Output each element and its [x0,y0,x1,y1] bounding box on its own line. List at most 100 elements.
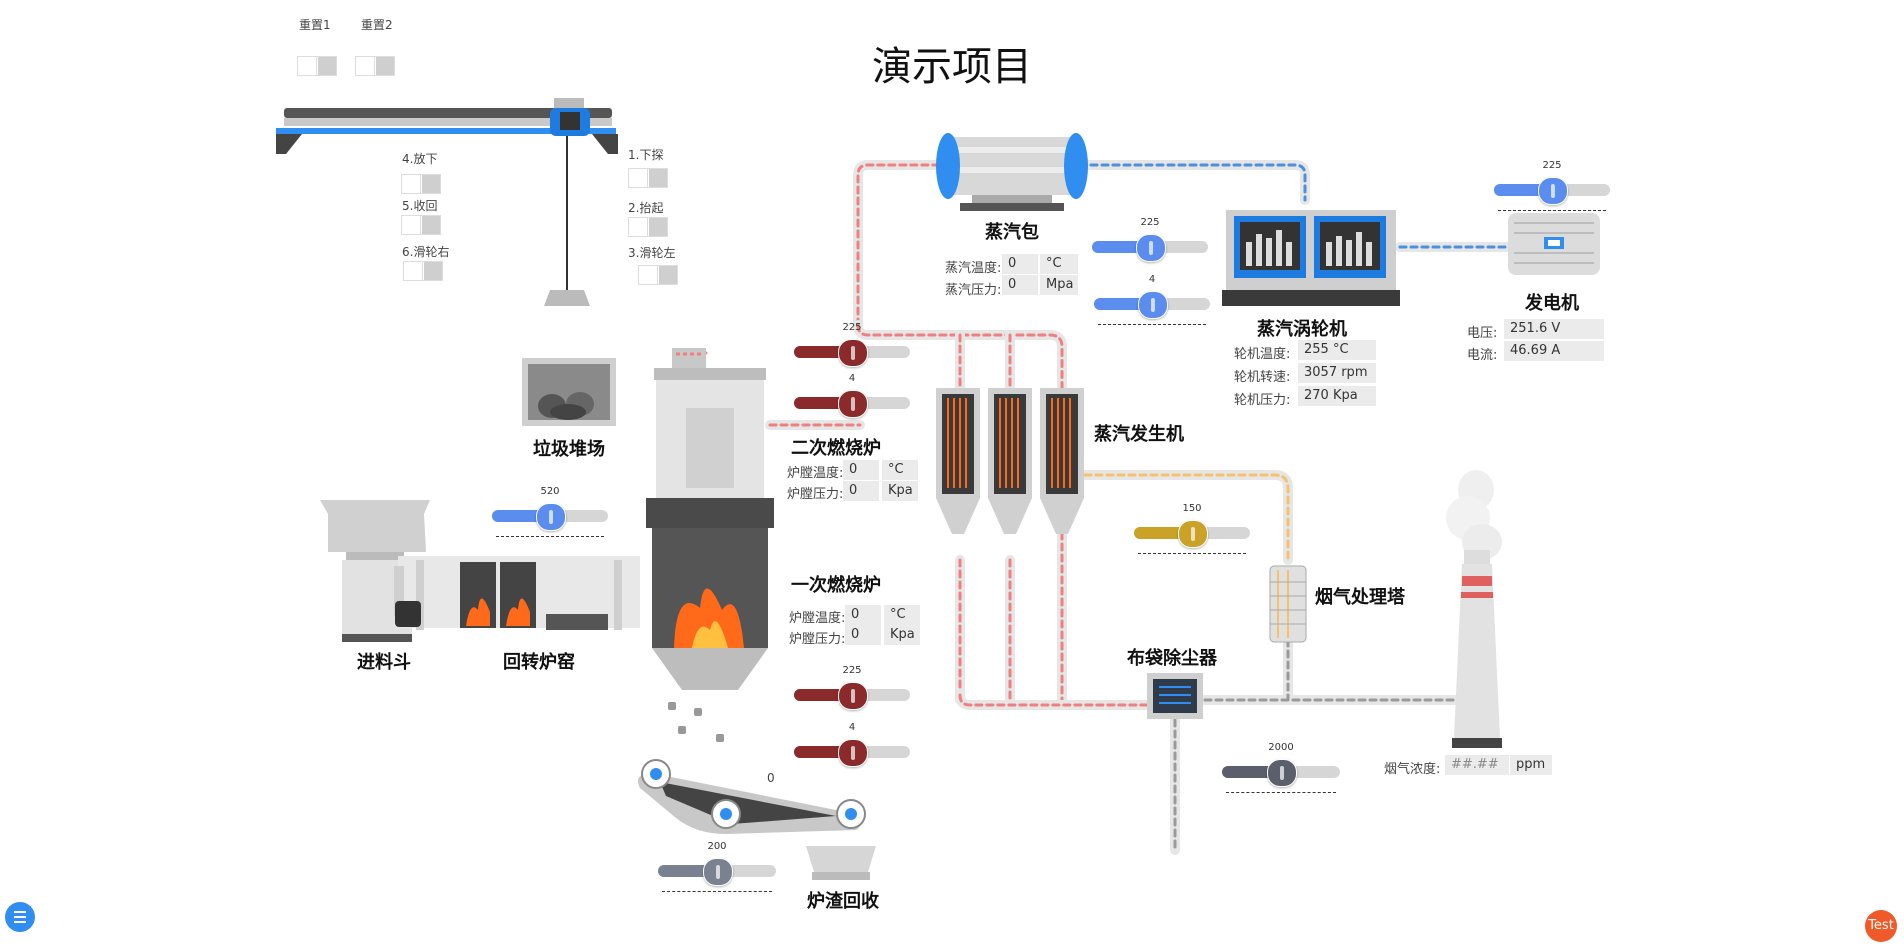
kiln-slider[interactable]: 520 [492,486,608,537]
reset2-toggle[interactable] [355,56,395,76]
reset1-toggle[interactable] [297,56,337,76]
conveyor-count: 0 [767,771,775,785]
lower-toggle[interactable] [401,174,441,194]
test-button[interactable]: Test [1865,910,1897,942]
steam-temp-unit: °C [1040,254,1078,274]
slag-particle-icon [694,708,702,716]
turbine-temp-label: 轮机温度: [1234,347,1291,362]
steam-temp-label: 蒸汽温度: [945,261,1002,276]
turbine-pressure-label: 轮机压力: [1234,393,1291,408]
probe-label: 1.下探 [628,148,664,162]
sec-temp-value: 0 [843,460,879,480]
steam-pressure-value: 0 [1002,275,1038,295]
conveyor-graphic [638,759,866,834]
sec-pressure-unit: Kpa [882,481,918,501]
flue-slider[interactable]: 150 [1134,503,1250,554]
steam-turbine-graphic [1222,210,1400,306]
turbine-slider-2-value: 4 [1148,274,1156,285]
secondary-incinerator-label: 二次燃烧炉 [791,438,881,459]
pri-pressure-value: 0 [845,625,881,645]
kiln-slider-value: 520 [540,486,560,497]
lift-toggle[interactable] [628,217,668,237]
rotary-kiln-label: 回转炉窑 [503,652,575,673]
steam-generator-graphic [936,388,1084,534]
flue-conc-value: ##.## [1445,755,1509,775]
current-label: 电流: [1467,348,1498,363]
chimney-graphic [1446,470,1502,748]
turbine-speed-label: 轮机转速: [1234,370,1291,385]
pri-temp-label: 炉膛温度: [789,611,846,626]
generator-graphic [1508,213,1600,275]
bag-filter-label: 布袋除尘器 [1127,648,1217,669]
primary-slider-2-value: 4 [848,722,856,733]
steam-drum-label: 蒸汽包 [985,222,1039,243]
primary-slider-1[interactable]: 225 [794,665,910,710]
pri-pressure-label: 炉膛压力: [789,632,846,647]
bag-filter-graphic [1147,673,1203,719]
probe-toggle[interactable] [628,168,668,188]
primary-slider-2[interactable]: 4 [794,722,910,767]
flue-tower-graphic [1269,565,1307,643]
pulley-left-label: 3.滑轮左 [628,246,676,260]
sec-pressure-label: 炉膛压力: [787,487,844,502]
slag-particle-icon [668,702,676,710]
garbage-yard-icon [522,358,616,426]
pulley-right-label: 6.滑轮右 [402,245,450,259]
bag-filter-slider-value: 2000 [1268,742,1294,753]
incinerator-graphic [646,348,774,690]
sec-temp-label: 炉膛温度: [787,466,844,481]
pulley-left-toggle[interactable] [638,265,678,285]
flue-slider-value: 150 [1182,503,1202,514]
menu-icon[interactable] [5,902,35,932]
page-title: 演示项目 [872,44,1032,90]
steam-generator-label: 蒸汽发生机 [1094,424,1184,445]
retract-label: 5.收回 [402,199,438,213]
turbine-pressure-value: 270 Kpa [1298,386,1376,406]
steam-temp-value: 0 [1002,254,1038,274]
flue-tower-label: 烟气处理塔 [1315,587,1405,608]
crane-graphic [276,98,618,306]
pri-temp-unit: °C [884,605,920,625]
steam-pressure-unit: Mpa [1040,275,1078,295]
pulley-right-toggle[interactable] [403,261,443,281]
turbine-slider-2[interactable]: 4 [1094,274,1210,325]
turbine-slider-1-value: 225 [1140,217,1160,228]
turbine-speed-value: 3057 rpm [1298,363,1376,383]
hamburger-icon [14,911,26,923]
pri-pressure-unit: Kpa [884,625,920,645]
retract-toggle[interactable] [401,215,441,235]
hopper-label: 进料斗 [357,652,411,673]
bag-filter-slider[interactable]: 2000 [1222,742,1340,793]
flue-conc-unit: ppm [1510,755,1552,775]
voltage-label: 电压: [1467,326,1498,341]
lower-label: 4.放下 [402,152,438,166]
generator-label: 发电机 [1525,293,1579,314]
secondary-slider-1-value: 225 [842,322,862,333]
reset1-label: 重置1 [299,18,331,32]
slag-bin-icon [806,846,876,880]
steam-drum-graphic [936,133,1088,211]
secondary-slider-2[interactable]: 4 [794,373,910,418]
slag-particle-icon [716,734,724,742]
current-value: 46.69 A [1504,341,1604,361]
voltage-value: 251.6 V [1504,319,1604,339]
turbine-slider-1[interactable]: 225 [1092,217,1208,262]
conveyor-slider[interactable]: 200 [658,841,776,892]
primary-slider-1-value: 225 [842,665,862,676]
pri-temp-value: 0 [845,605,881,625]
steam-turbine-label: 蒸汽涡轮机 [1257,319,1347,340]
rotary-kiln-graphic [320,500,640,642]
secondary-slider-1[interactable]: 225 [794,322,910,367]
conveyor-slider-value: 200 [707,841,727,852]
lift-label: 2.抬起 [628,201,664,215]
turbine-temp-value: 255 °C [1298,340,1376,360]
reset2-label: 重置2 [361,18,393,32]
generator-slider[interactable]: 225 [1494,160,1610,211]
secondary-slider-2-value: 4 [848,373,856,384]
primary-incinerator-label: 一次燃烧炉 [791,575,881,596]
flue-conc-label: 烟气浓度: [1384,762,1441,777]
sec-temp-unit: °C [882,460,918,480]
generator-slider-value: 225 [1542,160,1562,171]
slag-particle-icon [678,726,686,734]
